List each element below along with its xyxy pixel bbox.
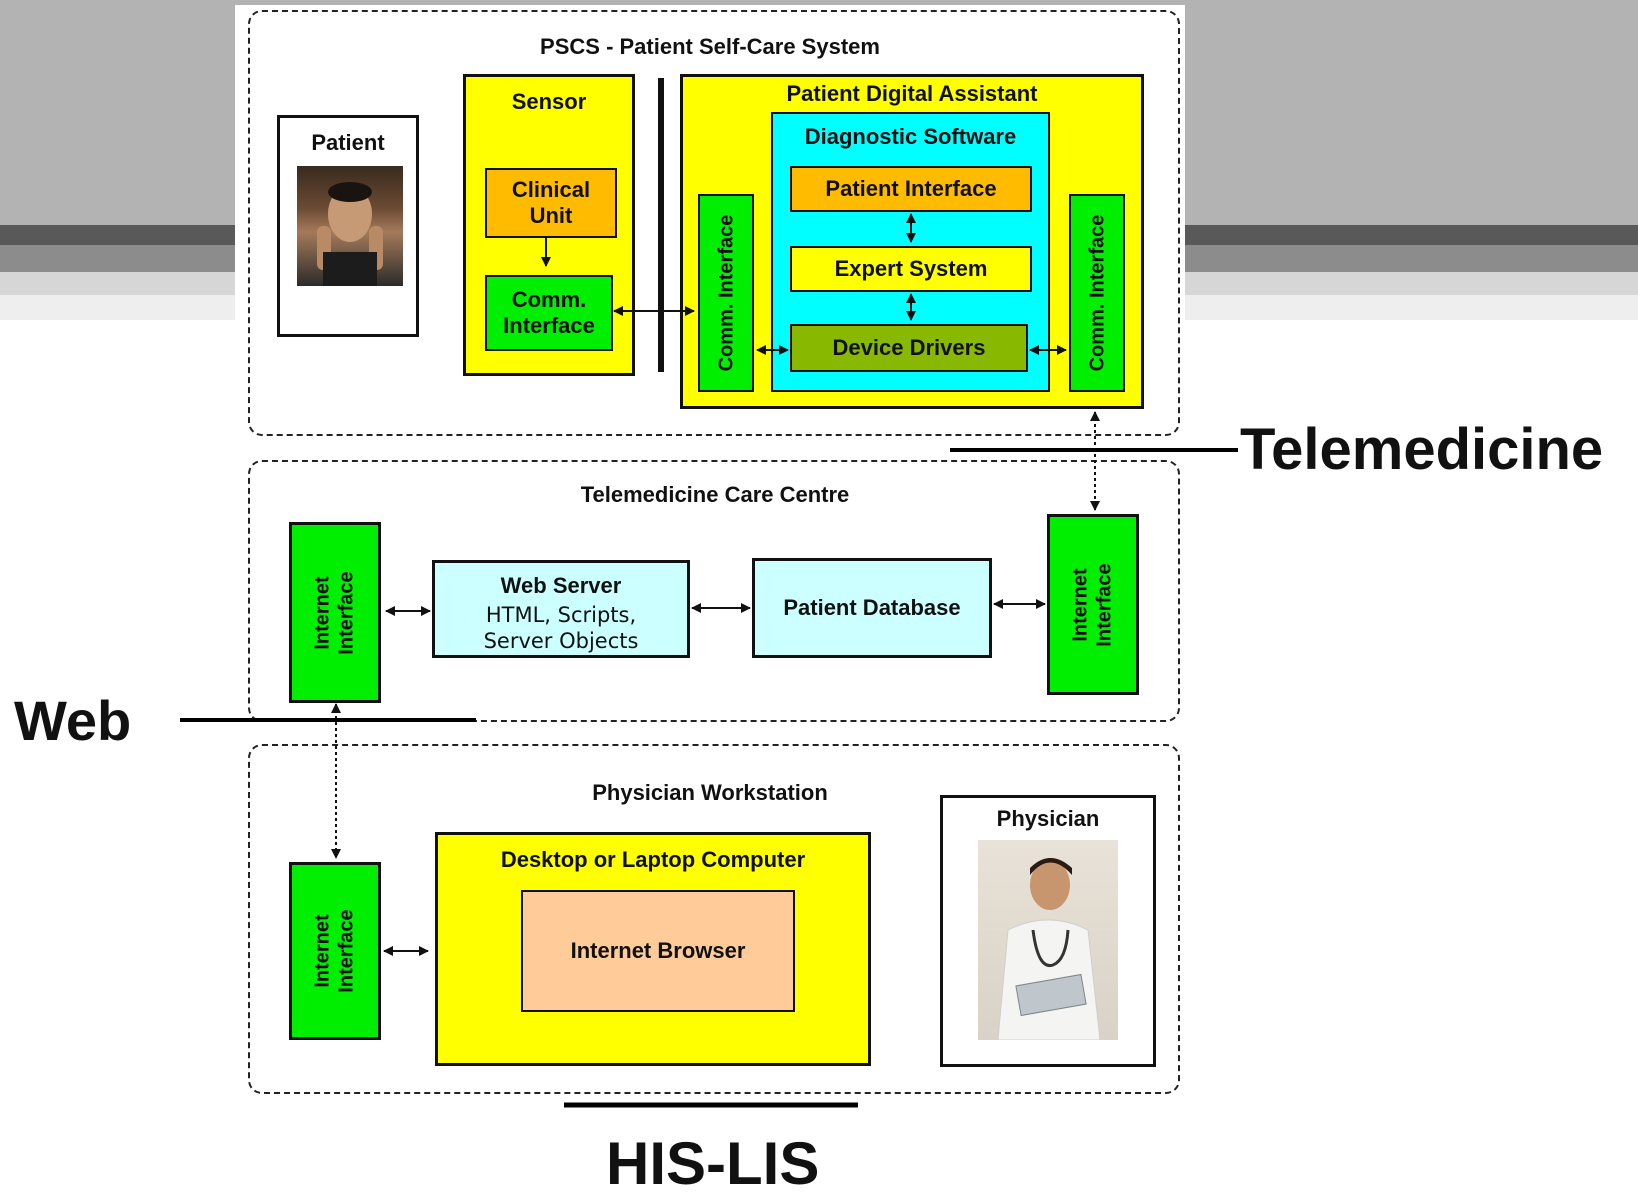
care-internet-interface-left: Internet Interface [289, 522, 381, 703]
sensor-title: Sensor [511, 89, 587, 114]
workstation-internet-interface: Internet Interface [289, 862, 381, 1040]
pscs-title: PSCS - Patient Self-Care System [540, 34, 880, 59]
web-server-line1: HTML, Scripts, [485, 603, 637, 627]
sensor-box: Sensor Clinical Unit Comm. Interface [463, 74, 635, 376]
workstation-title: Physician Workstation [592, 780, 828, 805]
expert-system-box: Expert System [790, 246, 1032, 292]
patient-database-box: Patient Database [752, 558, 992, 658]
telemedicine-annotation: Telemedicine [1240, 417, 1604, 482]
computer-box: Desktop or Laptop Computer Internet Brow… [435, 832, 871, 1066]
pda-comm-interface-right: Comm. Interface [1069, 194, 1125, 392]
web-server-line2: Server Objects [483, 629, 639, 653]
physician-box: Physician [940, 795, 1156, 1067]
pda-comm-interface-left: Comm. Interface [698, 194, 754, 392]
patient-figure-icon [317, 182, 383, 286]
physician-figure-icon [997, 858, 1101, 1041]
patient-photo [297, 166, 403, 286]
computer-title: Desktop or Laptop Computer [500, 847, 806, 872]
patient-box: Patient [277, 115, 419, 337]
patient-label: Patient [311, 130, 385, 155]
patient-interface-box: Patient Interface [790, 166, 1032, 212]
care-internet-interface-right: Internet Interface [1047, 514, 1139, 695]
sensor-pda-separator [658, 78, 664, 372]
pda-title: Patient Digital Assistant [786, 81, 1038, 106]
physician-label: Physician [996, 806, 1100, 831]
web-server-title: Web Server [500, 573, 622, 598]
internet-browser-box: Internet Browser [521, 890, 795, 1012]
diagnostic-software-title: Diagnostic Software [804, 124, 1017, 149]
web-annotation: Web [14, 689, 132, 752]
device-drivers-box: Device Drivers [790, 324, 1028, 372]
web-server-box: Web Server HTML, Scripts, Server Objects [432, 560, 690, 658]
his-lis-annotation: HIS-LIS [606, 1130, 820, 1197]
sensor-comm-interface-box: Comm. Interface [485, 275, 613, 351]
care-centre-panel [248, 460, 1180, 722]
clinical-unit-box: Clinical Unit [485, 168, 617, 238]
physician-photo [978, 840, 1118, 1041]
care-centre-title: Telemedicine Care Centre [580, 482, 850, 507]
